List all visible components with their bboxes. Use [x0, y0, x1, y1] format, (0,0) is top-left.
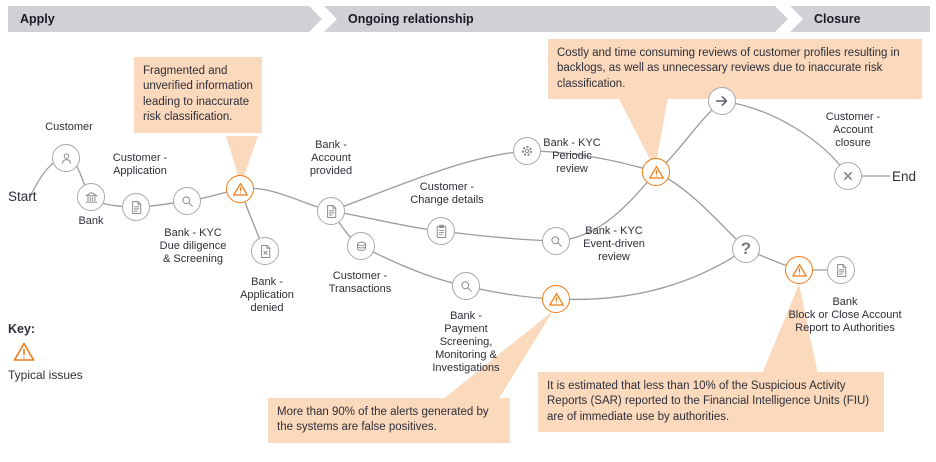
node-account-provided-label: Bank - Account provided [309, 139, 353, 177]
warning-icon [647, 163, 666, 182]
node-application-denied [251, 237, 279, 265]
magnifier-icon [548, 233, 565, 250]
callout-text: It is estimated that less than 10% of th… [547, 380, 870, 423]
phase-closure: Closure [790, 6, 930, 32]
node-customer-transactions [347, 232, 375, 260]
coins-icon [353, 238, 370, 255]
phase-apply: Apply [8, 6, 322, 32]
issue-node-sar-reports [785, 256, 813, 284]
key-title: Key: [8, 322, 36, 336]
start-label: Start [8, 189, 37, 204]
node-change-details [427, 217, 455, 245]
node-customer-application-label: Customer - Application [112, 152, 168, 177]
document-x-icon [257, 243, 274, 260]
node-customer-application [122, 193, 150, 221]
node-account-closure [834, 162, 862, 190]
key-label: Typical issues [8, 368, 83, 382]
node-bank-label: Bank [78, 215, 104, 227]
end-label: End [892, 169, 917, 184]
callout-pointer-4 [762, 284, 818, 374]
callout-false-positives: More than 90% of the alerts generated by… [268, 398, 510, 443]
callout-text: More than 90% of the alerts generated by… [277, 406, 489, 434]
gear-icon [518, 142, 536, 160]
phase-closure-label: Closure [814, 12, 861, 26]
node-periodic-review [513, 137, 541, 165]
node-periodic-review-label: Bank - KYC Periodic review [543, 137, 601, 175]
phase-apply-label: Apply [20, 12, 55, 26]
callout-fragmented-info: Fragmented and unverified information le… [134, 57, 262, 133]
phase-banner: Apply Ongoing relationship Closure [8, 6, 930, 32]
document-icon [323, 203, 340, 220]
node-application-denied-label: Bank - Application denied [240, 276, 294, 314]
warning-icon [547, 290, 566, 309]
node-kyc-due-diligence-label: Bank - KYC Due diligence & Screening [159, 227, 227, 265]
magnifier-icon [179, 193, 196, 210]
callout-sar-reports: It is estimated that less than 10% of th… [538, 372, 884, 433]
node-customer-transactions-label: Customer - Transactions [328, 270, 392, 295]
clipboard-icon [433, 223, 450, 240]
callout-pointer-1 [226, 136, 258, 185]
x-close-icon [840, 168, 856, 184]
key-warning-icon [12, 340, 36, 369]
callout-text: Costly and time consuming reviews of cus… [557, 47, 900, 90]
node-event-driven-review [542, 227, 570, 255]
arrow-right-icon [713, 92, 731, 110]
node-event-driven-review-label: Bank - KYC Event-driven review [583, 225, 645, 263]
node-account-closure-label: Customer - Account closure [825, 111, 881, 149]
node-continue [708, 87, 736, 115]
phase-ongoing-relationship: Ongoing relationship [324, 6, 788, 32]
callout-costly-reviews: Costly and time consuming reviews of cus… [548, 39, 922, 100]
issue-node-costly-reviews [642, 158, 670, 186]
node-account-provided [317, 197, 345, 225]
warning-icon [231, 180, 250, 199]
callout-text: Fragmented and unverified information le… [143, 65, 253, 124]
node-decision: ? [732, 235, 760, 263]
phase-ongoing-label: Ongoing relationship [348, 12, 474, 26]
person-icon [58, 150, 75, 167]
magnifier-icon [458, 278, 475, 295]
document-x-icon [833, 262, 850, 279]
node-customer [52, 144, 80, 172]
bank-icon [83, 189, 100, 206]
callout-pointer-3 [442, 311, 553, 400]
node-payment-screening [452, 272, 480, 300]
node-report-authorities [827, 256, 855, 284]
callout-pointer-2 [618, 97, 668, 169]
node-report-authorities-label: Bank Block or Close Account Report to Au… [788, 296, 902, 334]
issue-node-false-positives [542, 285, 570, 313]
warning-icon [790, 261, 809, 280]
document-icon [128, 199, 145, 216]
issue-node-risk-classification [226, 175, 254, 203]
node-bank [77, 183, 105, 211]
node-kyc-due-diligence [173, 187, 201, 215]
node-change-details-label: Customer - Change details [410, 181, 484, 206]
node-payment-screening-label: Bank - Payment Screening, Monitoring & I… [432, 310, 500, 374]
node-customer-label: Customer [45, 121, 93, 133]
question-icon: ? [740, 239, 752, 258]
